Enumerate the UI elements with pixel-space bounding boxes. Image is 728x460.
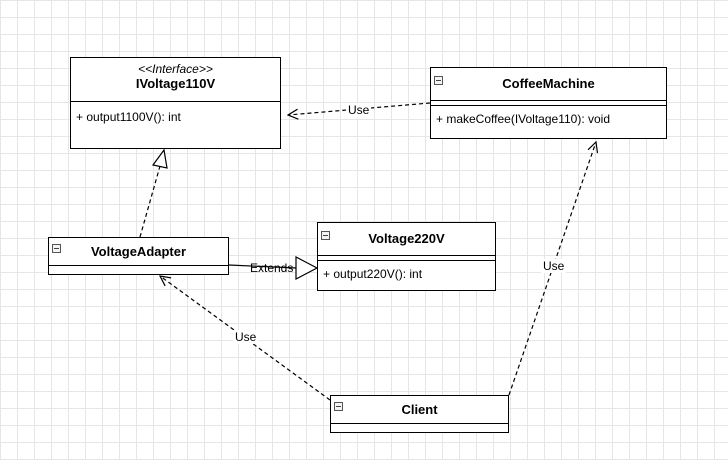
- class-ivoltage110v[interactable]: <<Interface>> IVoltage110V + output1100V…: [70, 57, 281, 149]
- use-label-coffee-interface: Use: [346, 103, 372, 117]
- class-header: Client: [331, 396, 508, 424]
- stereotype-label: <<Interface>>: [138, 62, 213, 76]
- extends-line-adapter-to-voltage220v[interactable]: [228, 264, 297, 269]
- class-voltage-adapter[interactable]: VoltageAdapter: [48, 237, 229, 275]
- collapse-icon[interactable]: [434, 76, 443, 85]
- class-name: VoltageAdapter: [90, 244, 187, 259]
- operation-output220v: + output220V(): int: [323, 267, 423, 281]
- use-label-client-coffee: Use: [541, 259, 567, 273]
- use-label-client-adapter: Use: [233, 330, 259, 344]
- class-name: CoffeeMachine: [502, 76, 595, 91]
- extends-label: Extends: [250, 261, 294, 275]
- class-client[interactable]: Client: [330, 395, 509, 433]
- collapse-icon[interactable]: [334, 402, 343, 411]
- attributes-compartment: [331, 424, 508, 429]
- operation-makecoffee: + makeCoffee(IVoltage110): void: [436, 112, 610, 126]
- class-header: Voltage220V: [318, 223, 495, 256]
- attributes-compartment: [431, 101, 666, 106]
- operation-output1100v: + output1100V(): int: [76, 110, 181, 124]
- attributes-compartment: [49, 266, 228, 271]
- attributes-compartment: [318, 256, 495, 261]
- class-header: VoltageAdapter: [49, 238, 228, 266]
- class-name: IVoltage110V: [135, 76, 216, 91]
- class-voltage220v[interactable]: Voltage220V + output220V(): int: [317, 222, 496, 291]
- collapse-icon[interactable]: [52, 244, 61, 253]
- class-name: Voltage220V: [368, 231, 445, 246]
- class-header: <<Interface>> IVoltage110V: [71, 58, 280, 102]
- class-header: CoffeeMachine: [431, 68, 666, 101]
- extends-arrowhead: [295, 256, 319, 280]
- class-coffee-machine[interactable]: CoffeeMachine + makeCoffee(IVoltage110):…: [430, 67, 667, 139]
- collapse-icon[interactable]: [321, 231, 330, 240]
- realization-arrowhead: [151, 148, 168, 169]
- realization-line-adapter-to-interface[interactable]: [139, 165, 161, 238]
- class-name: Client: [401, 402, 438, 417]
